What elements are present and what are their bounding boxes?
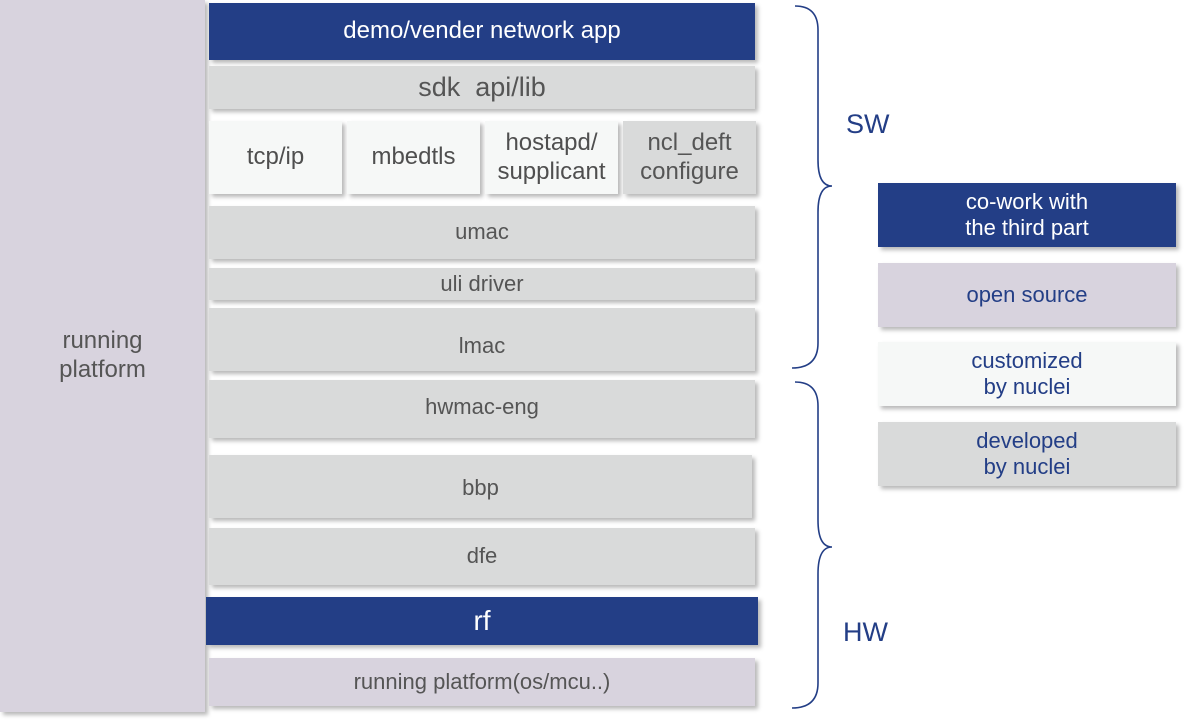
lmac-label: lmac [458, 333, 506, 359]
rf-block: rf [206, 597, 758, 645]
bbp-block: bbp [209, 455, 752, 518]
demo-vender-network-app-block: demo/vender network app [209, 3, 755, 60]
running-platform-label: running platform [59, 327, 146, 383]
sdk-api-lib-block: sdk api/lib [209, 66, 755, 109]
running-platform-os-mcu-block: running platform(os/mcu..) [209, 658, 755, 706]
legend-customized-label: customized by nuclei [971, 347, 1083, 399]
bbp-label: bbp [462, 475, 499, 501]
lmac-block: lmac [209, 308, 755, 371]
legend-cowork-label: co-work with the third part [965, 188, 1089, 240]
sdk-api-lib-label: sdk api/lib [418, 72, 546, 103]
uli-driver-label: uli driver [440, 270, 524, 296]
hwmac-eng-block: hwmac-eng [209, 380, 755, 438]
hw-brace [791, 381, 833, 709]
running-platform-os-mcu-label: running platform(os/mcu..) [353, 668, 611, 694]
mbedtls-label: mbedtls [371, 143, 456, 171]
tcp-ip-block: tcp/ip [209, 121, 342, 194]
dfe-label: dfe [466, 543, 498, 569]
demo-vender-network-app-label: demo/vender network app [343, 17, 621, 45]
legend-developed-by-nuclei: developed by nuclei [878, 422, 1176, 486]
uli-driver-block: uli driver [209, 268, 755, 300]
umac-label: umac [455, 219, 509, 245]
ncl-deft-configure-label: ncl_deft configure [640, 128, 739, 185]
legend-customized-by-nuclei: customized by nuclei [878, 342, 1176, 406]
tcp-ip-label: tcp/ip [246, 143, 305, 171]
hwmac-eng-label: hwmac-eng [425, 393, 539, 419]
mbedtls-block: mbedtls [347, 121, 480, 194]
legend-open-source: open source [878, 263, 1176, 327]
hw-label: HW [843, 617, 888, 647]
dfe-block: dfe [209, 528, 755, 585]
sw-label: SW [846, 109, 890, 139]
legend-developed-label: developed by nuclei [976, 427, 1078, 479]
hostapd-supplicant-label: hostapd/ supplicant [497, 128, 606, 185]
legend-open-source-label: open source [966, 281, 1088, 307]
sw-brace [791, 5, 833, 369]
running-platform-column: running platform [0, 0, 205, 712]
rf-label: rf [473, 605, 491, 637]
umac-block: umac [209, 206, 755, 259]
ncl-deft-configure-block: ncl_deft configure [623, 121, 756, 194]
legend-cowork-third-part: co-work with the third part [878, 183, 1176, 247]
hostapd-supplicant-block: hostapd/ supplicant [485, 121, 618, 194]
